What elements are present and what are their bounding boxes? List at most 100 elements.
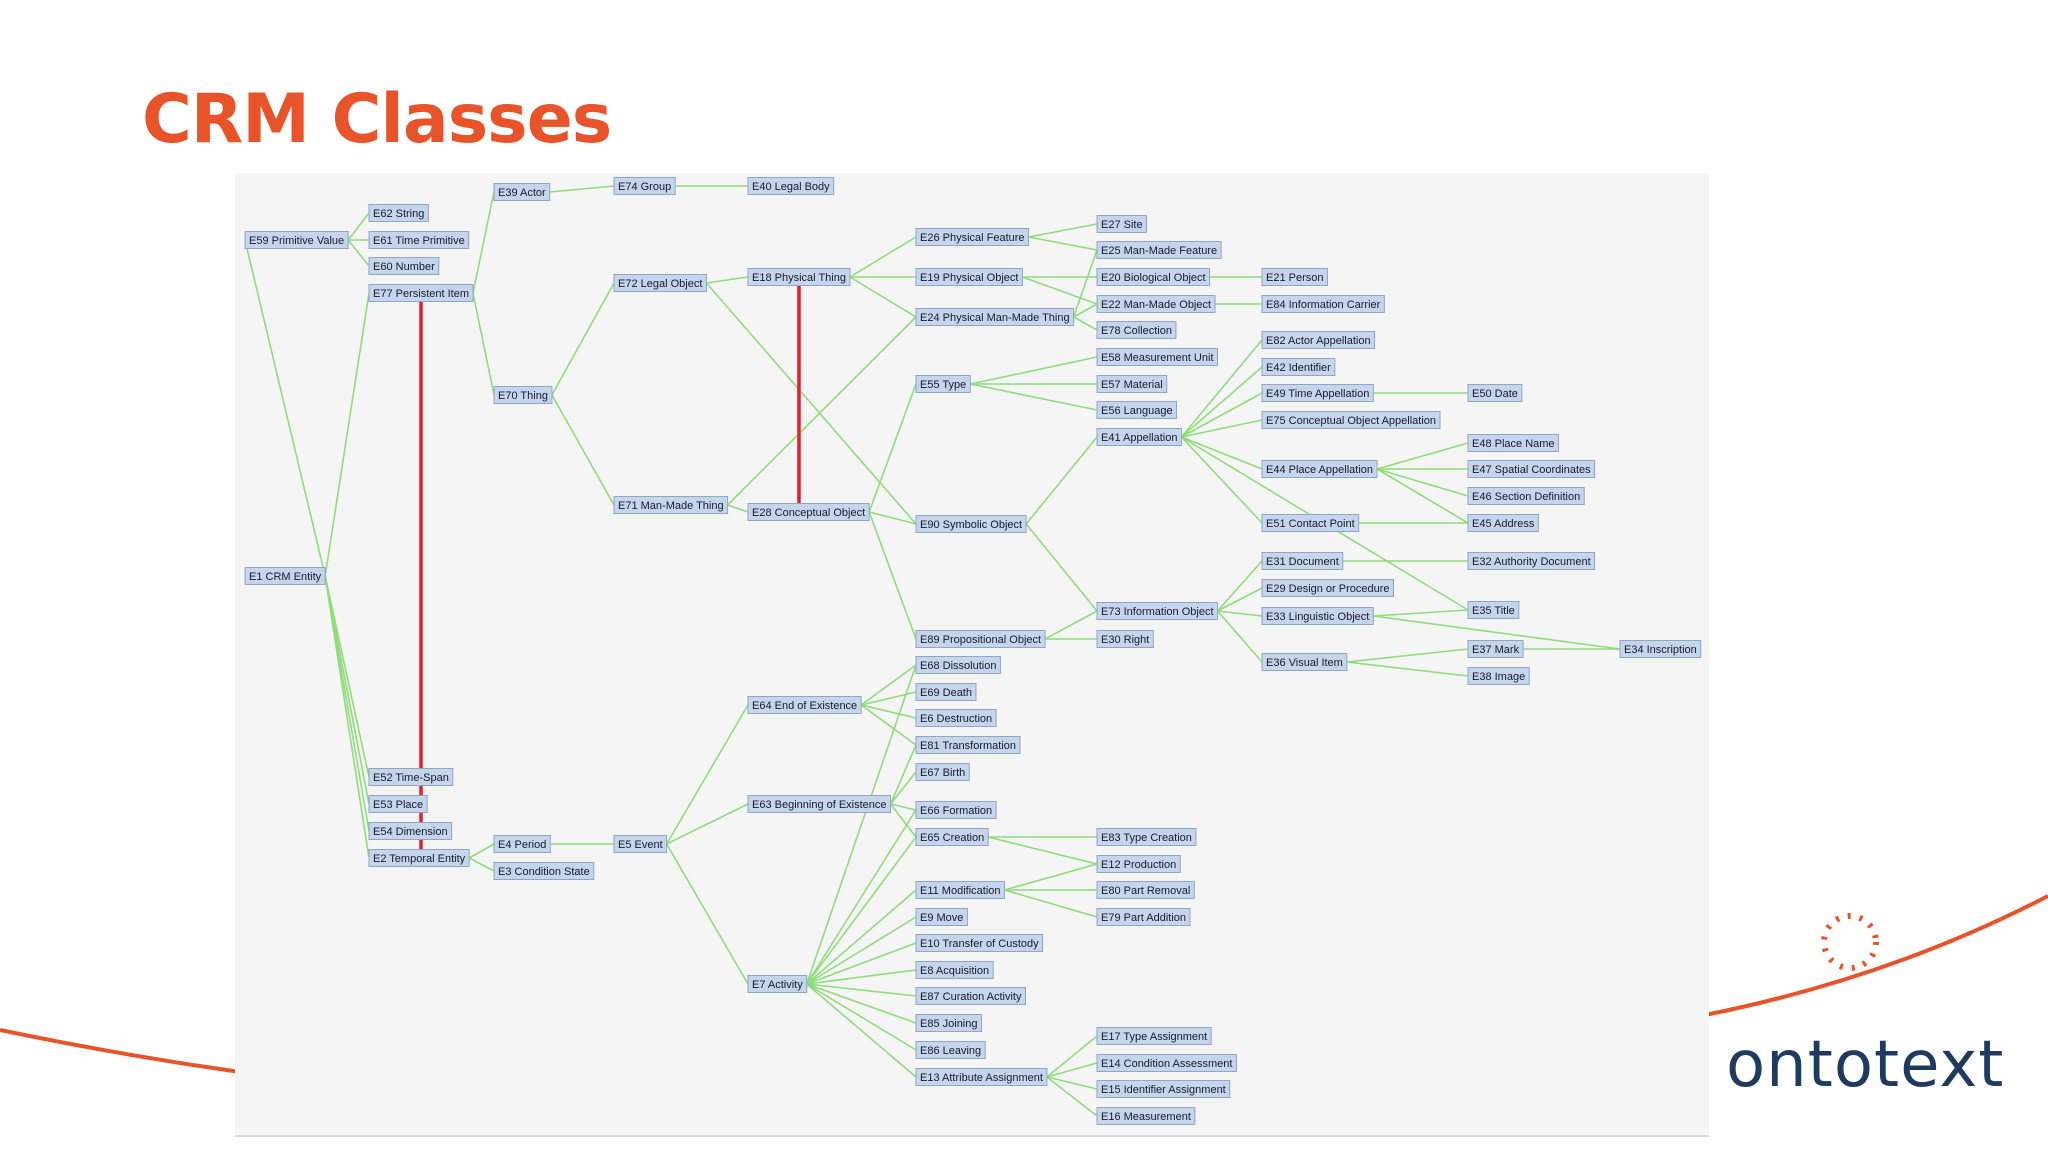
class-node-box	[613, 496, 729, 514]
class-node-box	[1096, 321, 1177, 339]
edge-e71-e24	[727, 316, 917, 506]
class-node-e36: E36 Visual Item	[1261, 653, 1348, 671]
class-node-label: E45 Address	[1472, 518, 1535, 530]
class-node-box	[1467, 384, 1523, 402]
class-node-e53: E53 Place	[368, 795, 428, 813]
class-node-e84: E84 Information Carrier	[1261, 295, 1385, 313]
class-node-label: E52 Time-Span	[373, 772, 449, 784]
class-node-e16: E16 Measurement	[1096, 1107, 1196, 1125]
class-node-e75: E75 Conceptual Object Appellation	[1261, 411, 1441, 429]
class-node-label: E4 Period	[498, 839, 546, 851]
class-node-label: E71 Man-Made Thing	[618, 500, 724, 512]
class-node-e56: E56 Language	[1096, 401, 1178, 419]
class-node-box	[1096, 428, 1182, 446]
class-node-e11: E11 Modification	[915, 881, 1006, 899]
class-node-label: E17 Type Assignment	[1101, 1031, 1207, 1043]
class-node-e31: E31 Document	[1261, 552, 1344, 570]
edge-e1-e2	[324, 575, 370, 859]
class-node-label: E70 Thing	[498, 390, 548, 402]
class-node-box	[1096, 881, 1195, 899]
class-node-label: E35 Title	[1472, 605, 1515, 617]
class-node-label: E37 Mark	[1472, 644, 1520, 656]
class-node-box	[1467, 487, 1585, 505]
class-node-box	[915, 828, 989, 846]
class-node-label: E62 String	[373, 208, 424, 220]
class-node-label: E10 Transfer of Custody	[920, 938, 1039, 950]
class-node-e26: E26 Physical Feature	[915, 228, 1030, 246]
class-node-box	[1261, 268, 1328, 286]
class-node-box	[1096, 401, 1178, 419]
class-node-label: E40 Legal Body	[752, 181, 830, 193]
class-node-box	[1467, 460, 1596, 478]
class-node-label: E79 Part Addition	[1101, 912, 1186, 924]
edge-e63-e67	[889, 771, 917, 805]
edge-e59-e62	[347, 212, 370, 241]
edge-e64-e69	[861, 691, 917, 706]
class-node-box	[368, 257, 440, 275]
class-node-e68: E68 Dissolution	[915, 656, 1001, 674]
class-node-e7: E7 Activity	[747, 975, 808, 993]
class-node-box	[915, 1068, 1048, 1086]
class-node-e22: E22 Man-Made Object	[1096, 295, 1216, 313]
edge-e73-e31	[1216, 560, 1263, 612]
class-node-e17: E17 Type Assignment	[1096, 1027, 1212, 1045]
class-node-box	[915, 908, 968, 926]
class-node-box	[915, 268, 1023, 286]
class-node-label: E39 Actor	[498, 187, 546, 199]
class-node-label: E90 Symbolic Object	[920, 519, 1022, 531]
class-node-e52: E52 Time-Span	[368, 768, 454, 786]
class-node-label: E13 Attribute Assignment	[920, 1072, 1043, 1084]
edge-e33-e34	[1373, 615, 1621, 650]
edge-e13-e15	[1046, 1076, 1098, 1090]
edge-e1-e59	[244, 239, 326, 577]
class-node-label: E66 Formation	[920, 805, 992, 817]
class-node-e34: E34 Inscription	[1619, 640, 1702, 658]
edge-e77-e39	[472, 191, 495, 294]
class-node-box	[747, 268, 851, 286]
class-node-label: E68 Dissolution	[920, 660, 996, 672]
class-node-box	[747, 177, 835, 195]
class-node-box	[747, 795, 892, 813]
edge-e24-e22	[1073, 303, 1098, 318]
edge-e64-e6	[861, 704, 917, 719]
class-node-box	[1467, 514, 1539, 532]
edge-e11-e12	[1004, 863, 1098, 891]
class-node-label: E73 Information Object	[1101, 606, 1214, 618]
class-node-box	[1467, 601, 1520, 619]
class-node-box	[1467, 667, 1530, 685]
class-node-label: E25 Man-Made Feature	[1101, 245, 1217, 257]
class-node-e74: E74 Group	[613, 177, 676, 195]
class-node-e3: E3 Condition State	[493, 862, 595, 880]
edge-e24-e25	[1072, 249, 1098, 318]
edge-e39-e74	[549, 185, 615, 193]
class-node-box	[1096, 1080, 1231, 1098]
edge-e55-e56	[970, 383, 1098, 411]
class-node-e38: E38 Image	[1467, 667, 1530, 685]
class-node-box	[1096, 215, 1148, 233]
class-node-box	[1096, 268, 1211, 286]
class-node-e70: E70 Thing	[493, 386, 553, 404]
class-node-box	[915, 763, 970, 781]
class-node-box	[915, 881, 1006, 899]
edge-e1-e52	[324, 575, 370, 778]
class-node-box	[1261, 607, 1374, 625]
class-node-e19: E19 Physical Object	[915, 268, 1023, 286]
edge-e41-e82	[1180, 339, 1263, 438]
highlight-links-layer	[419, 285, 801, 850]
class-node-e57: E57 Material	[1096, 375, 1168, 393]
edge-e24-e78	[1073, 316, 1098, 331]
class-node-e30: E30 Right	[1096, 630, 1154, 648]
class-node-e39: E39 Actor	[493, 183, 551, 201]
class-node-label: E20 Biological Object	[1101, 272, 1206, 284]
class-node-box	[915, 934, 1044, 952]
edge-e7-e10	[806, 942, 917, 985]
class-node-label: E63 Beginning of Existence	[752, 799, 887, 811]
class-node-label: E9 Move	[920, 912, 963, 924]
edge-e63-e81	[889, 744, 917, 805]
class-node-label: E22 Man-Made Object	[1101, 299, 1211, 311]
class-node-e58: E58 Measurement Unit	[1096, 348, 1218, 366]
class-node-box	[747, 975, 808, 993]
class-node-e87: E87 Curation Activity	[915, 987, 1026, 1005]
